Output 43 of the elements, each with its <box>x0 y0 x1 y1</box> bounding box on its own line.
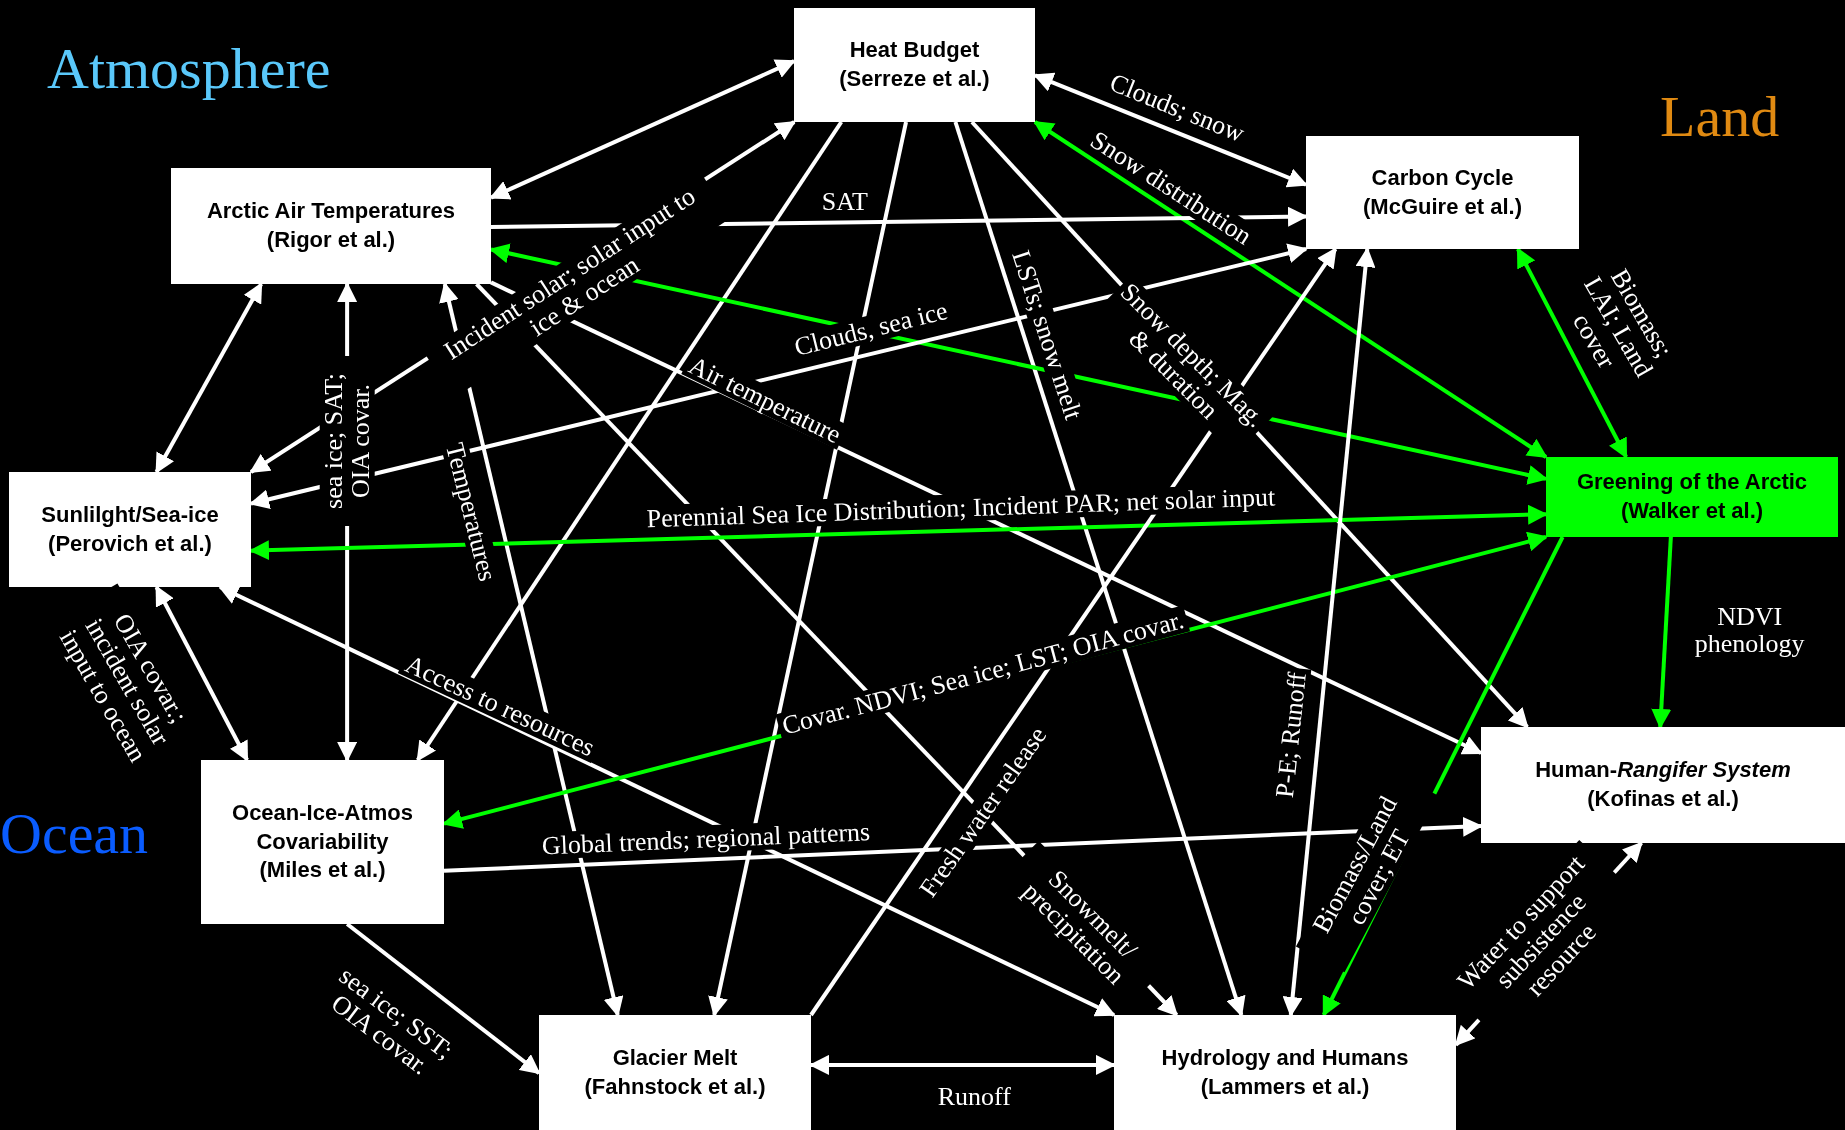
process-box <box>1306 136 1579 249</box>
process-box <box>1114 1015 1456 1130</box>
arrow <box>443 816 1483 873</box>
box-author: (Lammers et al.) <box>1200 1072 1370 1101</box>
region-title: Ocean <box>0 805 149 863</box>
arrow <box>1282 247 1376 1017</box>
process-box <box>1546 457 1838 537</box>
box-author: (Perovich et al.) <box>48 529 212 558</box>
arrow <box>416 120 843 762</box>
region-title: Atmosphere <box>47 40 331 98</box>
edge-label: sea ice; SAT; OIA covar. <box>319 356 375 527</box>
process-box <box>9 472 251 587</box>
arrow <box>708 121 908 1017</box>
box-author: (Rigor et al.) <box>266 226 396 254</box>
box-author: (Kofinas et al.) <box>1587 785 1739 813</box>
box-title: Human-Rangifer System <box>1535 756 1791 785</box>
arrow <box>154 282 263 474</box>
process-box <box>539 1015 811 1130</box>
arrow <box>953 121 1246 1017</box>
process-box <box>794 8 1035 122</box>
box-author: (McGuire et al.) <box>1363 192 1522 221</box>
arrow <box>345 922 541 1075</box>
box-title: Greening of the Arctic <box>1576 468 1808 497</box>
box-title: Hydrology and Humans <box>1161 1043 1409 1072</box>
box-author: (Miles et al.) <box>259 856 386 885</box>
arrow <box>809 247 1338 1017</box>
box-author: (Fahnstock et al.) <box>584 1072 766 1101</box>
arrow <box>1651 536 1673 729</box>
process-box <box>171 168 491 284</box>
box-title: Ocean-Ice-Atmos Covariability <box>231 799 414 856</box>
box-title: Glacier Melt <box>612 1043 738 1072</box>
process-box <box>1481 727 1845 843</box>
box-author: (Serreze et al.) <box>839 65 990 93</box>
process-box <box>201 760 444 924</box>
region-title: Land <box>1660 88 1780 146</box>
arrow <box>218 585 1116 1017</box>
box-title: Sunlilght/Sea-ice <box>41 500 219 529</box>
box-title: Carbon Cycle <box>1371 163 1514 192</box>
arrow <box>154 585 249 762</box>
arrow <box>1033 120 1548 459</box>
box-author: (Walker et al.) <box>1620 497 1764 525</box>
box-title: Heat Budget <box>849 36 980 65</box>
arrow <box>1516 247 1628 459</box>
